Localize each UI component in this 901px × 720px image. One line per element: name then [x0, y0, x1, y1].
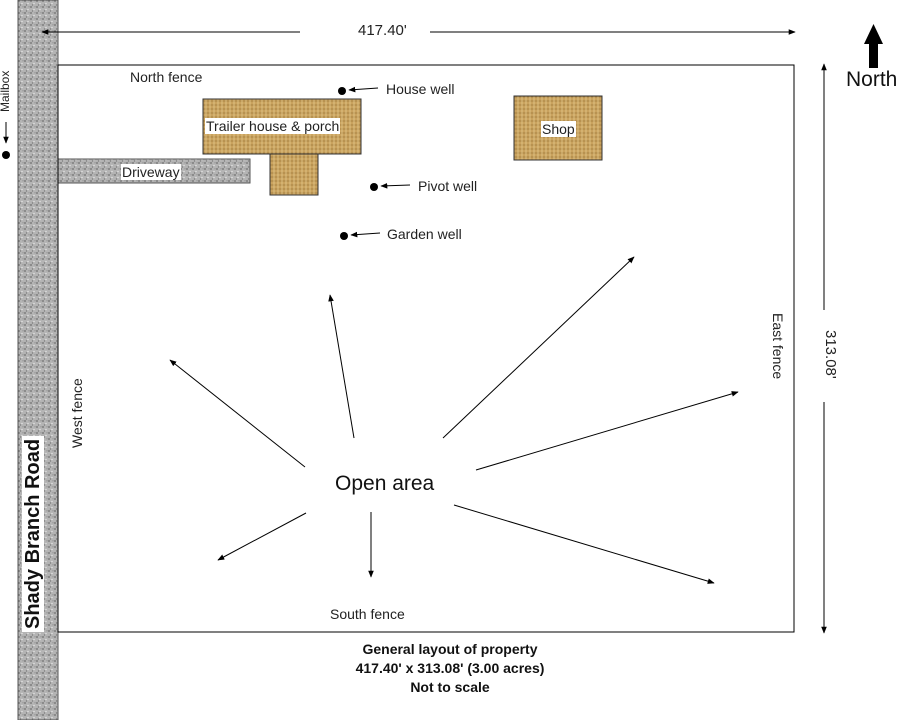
north-label: North	[846, 68, 898, 91]
house-well-label: House well	[386, 81, 455, 97]
caption-line-3: Not to scale	[410, 679, 490, 695]
height-dimension-label: 313.08'	[822, 330, 839, 379]
house-well-icon	[338, 87, 346, 95]
garden-well-label: Garden well	[387, 226, 462, 242]
caption-line-1: General layout of property	[362, 641, 538, 657]
shop-label: Shop	[541, 121, 576, 137]
north-fence-label: North fence	[130, 69, 203, 85]
property-boundary	[57, 64, 795, 633]
open-area-arrows	[169, 256, 739, 584]
width-dimension-label: 417.40'	[358, 22, 407, 39]
north-arrow-icon	[864, 24, 883, 68]
garden-well-icon	[340, 232, 348, 240]
mailbox-label: Mailbox	[0, 70, 12, 112]
trailer-label: Trailer house & porch	[205, 118, 341, 134]
pivot-well-label: Pivot well	[418, 178, 478, 194]
garden-well-arrow	[350, 231, 381, 238]
west-fence-label: West fence	[69, 378, 85, 448]
driveway-label: Driveway	[121, 164, 181, 180]
south-fence-label: South fence	[330, 606, 405, 622]
pivot-well-icon	[370, 183, 378, 191]
mailbox-icon	[2, 151, 10, 159]
east-fence-label: East fence	[770, 313, 786, 380]
pivot-well-arrow	[380, 182, 411, 189]
road-label: Shady Branch Road	[22, 435, 44, 632]
house-well-arrow	[348, 86, 379, 93]
diagram-caption: General layout of property 417.40' x 313…	[300, 640, 600, 697]
porch	[269, 153, 319, 196]
caption-line-2: 417.40' x 313.08' (3.00 acres)	[355, 660, 545, 676]
open-area-label: Open area	[335, 472, 435, 495]
